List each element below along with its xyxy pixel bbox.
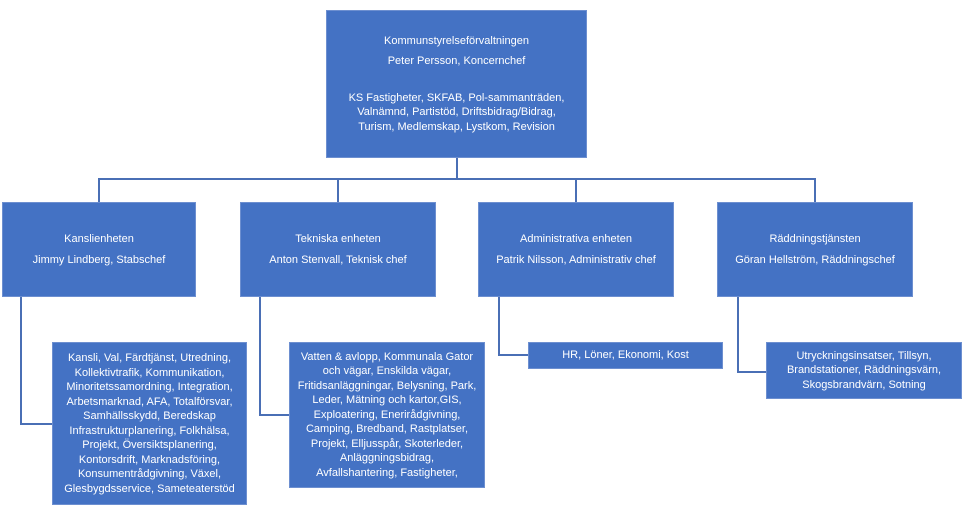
connector — [456, 158, 458, 179]
node-title: Administrativa enheten — [520, 233, 632, 245]
node-manager: Anton Stenvall, Teknisk chef — [269, 253, 407, 266]
responsibilities-kanslienheten: Kansli, Val, Färdtjänst, Utredning, Koll… — [52, 342, 247, 505]
connector — [259, 297, 261, 415]
responsibilities-raddningstjansten: Utryckningsinsatser, Tillsyn, Brandstati… — [766, 342, 962, 399]
connector — [98, 178, 100, 202]
org-node-kanslienheten: Kanslienheten Jimmy Lindberg, Stabschef — [2, 202, 196, 297]
responsibilities-tekniska-enheten: Vatten & avlopp, Kommunala Gator och väg… — [289, 342, 485, 488]
connector — [498, 297, 500, 355]
connector — [20, 423, 52, 425]
connector — [20, 297, 22, 424]
org-node-administrativa-enheten: Administrativa enheten Patrik Nilsson, A… — [478, 202, 674, 297]
node-manager: Patrik Nilsson, Administrativ chef — [496, 253, 656, 266]
node-manager: Peter Persson, Koncernchef — [387, 55, 526, 68]
responsibilities-text: HR, Löner, Ekonomi, Kost — [562, 349, 689, 362]
org-node-root: Kommunstyrelseförvaltningen Peter Persso… — [326, 10, 587, 158]
org-node-tekniska-enheten: Tekniska enheten Anton Stenvall, Teknisk… — [240, 202, 436, 297]
node-title: Kommunstyrelseförvaltningen — [384, 34, 529, 47]
responsibilities-text: Kansli, Val, Färdtjänst, Utredning, Koll… — [64, 352, 235, 495]
connector — [98, 178, 816, 180]
org-node-raddningstjansten: Räddningstjänsten Göran Hellström, Räddn… — [717, 202, 913, 297]
node-title: Tekniska enheten — [295, 233, 381, 245]
connector — [498, 354, 528, 356]
connector — [337, 178, 339, 202]
node-responsibilities: KS Fastigheter, SKFAB, Pol-sammanträden,… — [348, 91, 565, 133]
connector — [737, 371, 766, 373]
node-title: Kanslienheten — [64, 233, 134, 245]
node-manager: Göran Hellström, Räddningschef — [735, 253, 895, 266]
connector — [259, 414, 289, 416]
responsibilities-text: Vatten & avlopp, Kommunala Gator och väg… — [297, 350, 477, 479]
connector — [814, 178, 816, 202]
node-manager: Jimmy Lindberg, Stabschef — [32, 253, 166, 266]
node-title: Räddningstjänsten — [769, 233, 861, 245]
responsibilities-administrativa-enheten: HR, Löner, Ekonomi, Kost — [528, 342, 723, 369]
responsibilities-text: Utryckningsinsatser, Tillsyn, Brandstati… — [786, 349, 942, 391]
connector — [737, 297, 739, 372]
connector — [575, 178, 577, 202]
